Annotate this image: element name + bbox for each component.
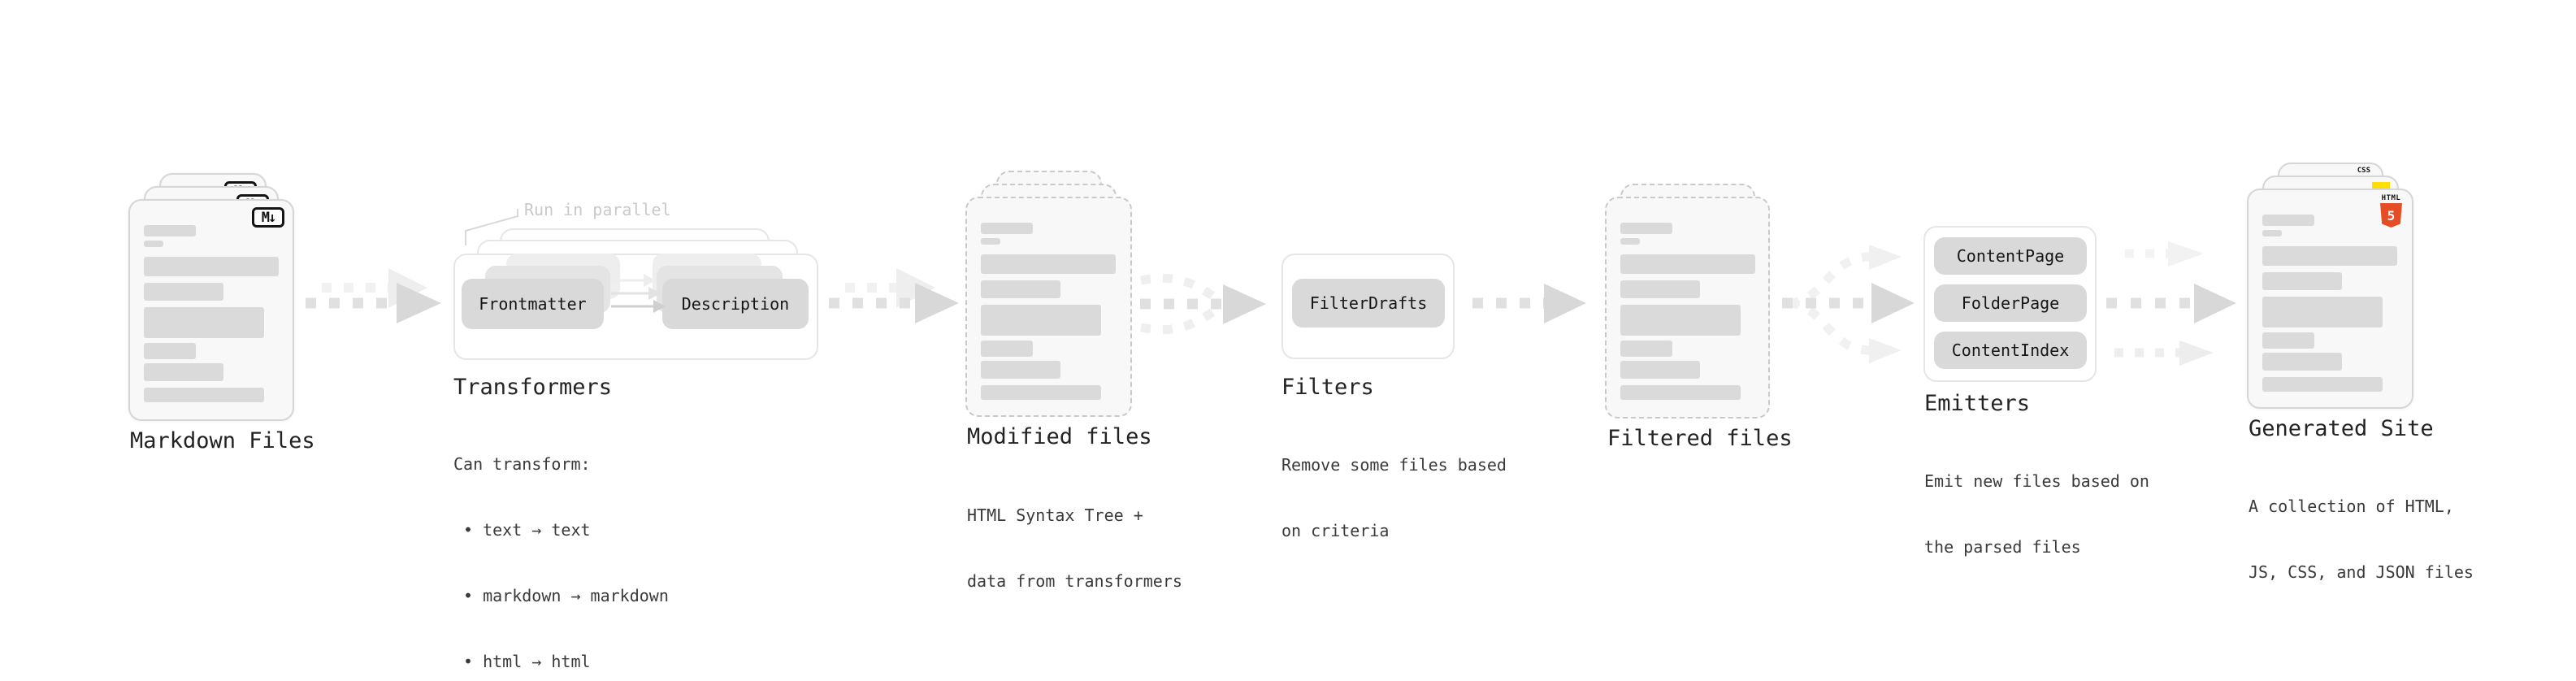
- transformers-title: Transformers: [453, 375, 613, 400]
- generated-site-description: A collection of HTML, JS, CSS, and JSON …: [2249, 452, 2474, 627]
- arrow-transformers-to-modified: [829, 268, 959, 323]
- transform-bullet-2: • markdown → markdown: [463, 586, 669, 605]
- emitters-desc-line2: the parsed files: [1924, 537, 2081, 557]
- markdown-file-card-front: M↓: [128, 199, 294, 421]
- text-placeholder-bars: [1620, 223, 1755, 400]
- modified-files-desc-line2: data from transformers: [967, 571, 1182, 591]
- modified-files-title: Modified files: [967, 424, 1152, 449]
- contentpage-pill: ContentPage: [1934, 237, 2087, 275]
- transform-bullet-3: • html → html: [463, 652, 591, 671]
- transformers-description: Can transform: • text → text • markdown …: [453, 410, 669, 681]
- html5-icon: HTML 5: [2380, 194, 2402, 228]
- filters-desc-line2: on criteria: [1281, 521, 1390, 540]
- text-placeholder-bars: [2262, 215, 2397, 392]
- markdown-files-title: Markdown Files: [130, 428, 315, 453]
- filters-desc-line1: Remove some files based: [1281, 455, 1507, 475]
- filterdrafts-pill: FilterDrafts: [1292, 279, 1445, 327]
- transform-heading: Can transform:: [453, 454, 591, 474]
- text-placeholder-bars: [144, 225, 279, 402]
- js-icon: [2372, 182, 2390, 191]
- filters-description: Remove some files based on criteria: [1281, 410, 1507, 586]
- modified-files-description: HTML Syntax Tree + data from transformer…: [967, 461, 1182, 636]
- generated-site-desc-line2: JS, CSS, and JSON files: [2249, 562, 2474, 582]
- arrow-filtered-to-emitters: [1782, 245, 1915, 363]
- arrow-markdown-to-transformers: [306, 268, 441, 323]
- arrow-emitters-to-site: [2106, 241, 2236, 366]
- text-placeholder-bars: [981, 223, 1116, 400]
- contentindex-pill: ContentIndex: [1934, 332, 2087, 369]
- run-in-parallel-note: Run in parallel: [524, 200, 671, 219]
- emitters-description: Emit new files based on the parsed files: [1924, 427, 2149, 602]
- arrow-modified-to-filters: [1140, 273, 1266, 335]
- filtered-file-card-front: [1605, 197, 1770, 419]
- modified-file-card-front: [965, 197, 1132, 417]
- folderpage-pill: FolderPage: [1934, 284, 2087, 322]
- modified-files-desc-line1: HTML Syntax Tree +: [967, 505, 1143, 525]
- markdown-icon: M↓: [252, 207, 284, 228]
- frontmatter-pill: Frontmatter: [462, 279, 604, 329]
- description-pill: Description: [662, 279, 809, 329]
- transform-bullet-1: • text → text: [463, 520, 591, 540]
- generated-site-desc-line1: A collection of HTML,: [2249, 497, 2454, 516]
- emitters-desc-line1: Emit new files based on: [1924, 471, 2149, 491]
- emitters-title: Emitters: [1924, 391, 2031, 416]
- generated-site-title: Generated Site: [2249, 416, 2434, 441]
- filters-title: Filters: [1281, 375, 1374, 400]
- site-file-card-front: HTML 5: [2247, 189, 2413, 409]
- filtered-files-title: Filtered files: [1607, 426, 1793, 451]
- arrow-filters-to-filtered: [1472, 284, 1586, 323]
